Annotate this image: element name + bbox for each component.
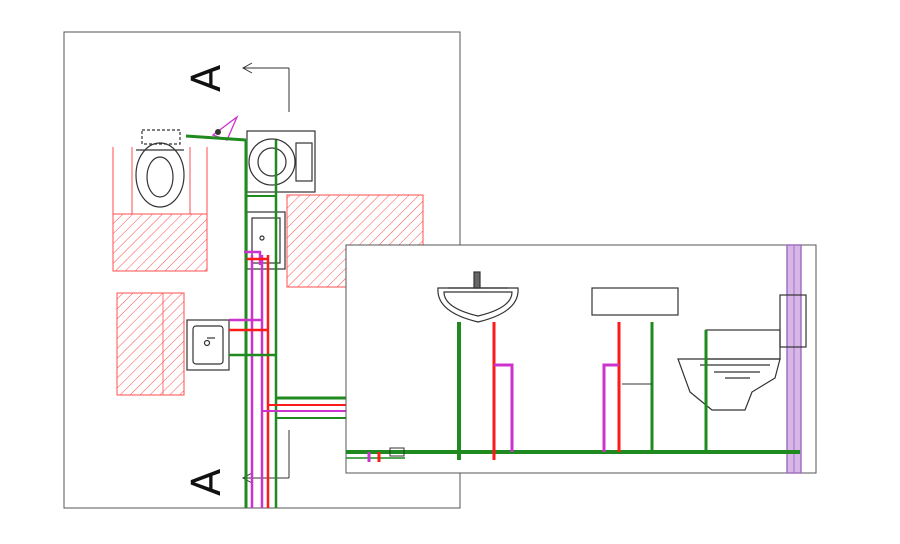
toilet-plan xyxy=(135,129,185,208)
section-cut-bottom xyxy=(241,430,290,484)
section-cut-top xyxy=(241,62,290,112)
cabinet-elevation xyxy=(591,287,679,316)
basin-plan xyxy=(186,319,230,371)
drain-stack xyxy=(779,244,807,474)
section-pipes xyxy=(346,322,800,462)
basin-elevation xyxy=(437,271,519,323)
hatched-zones xyxy=(112,147,424,396)
hatch-zone-basin xyxy=(116,292,185,396)
section-view xyxy=(345,244,817,474)
section-label-bottom: A xyxy=(184,468,230,496)
circ-loop-basin xyxy=(494,363,514,452)
circ-loop-cabinet xyxy=(602,363,619,452)
section-label-top: A xyxy=(184,64,230,92)
cold-pipe-top xyxy=(185,134,247,142)
hatch-zone-wc xyxy=(112,213,208,272)
plan-pipes xyxy=(185,134,346,508)
